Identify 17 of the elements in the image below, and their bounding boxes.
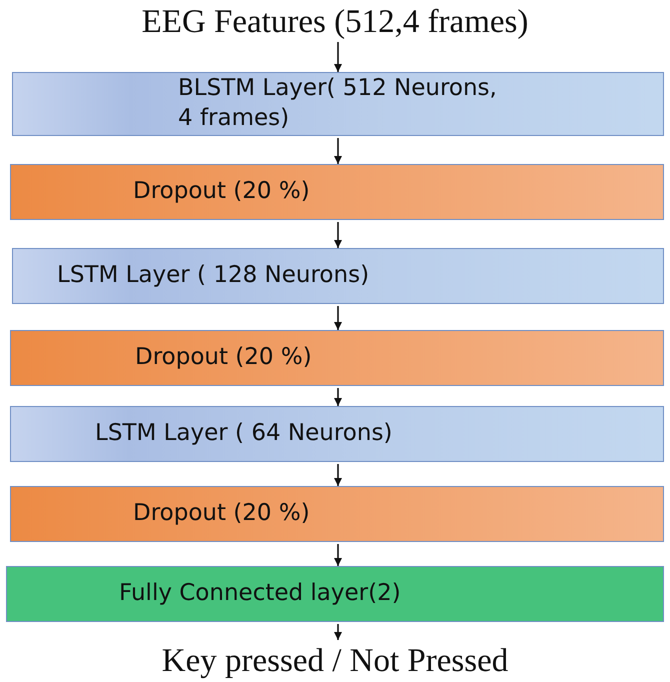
arrow xyxy=(334,42,342,72)
dropout-box: Dropout (20 %) xyxy=(10,330,664,386)
layer-box: LSTM Layer ( 128 Neurons) xyxy=(12,248,664,304)
arrow xyxy=(334,624,342,640)
output-label: Key pressed / Not Pressed xyxy=(162,642,508,681)
dropout-box: Dropout (20 %) xyxy=(10,486,664,542)
arrow xyxy=(334,138,342,164)
arrow xyxy=(334,306,342,330)
input-label: EEG Features (512,4 frames) xyxy=(142,2,528,42)
arrow xyxy=(334,388,342,406)
output-layer-box: Fully Connected layer(2) xyxy=(6,566,664,622)
layer-box: BLSTM Layer( 512 Neurons, 4 frames) xyxy=(12,72,664,136)
dropout-box: Dropout (20 %) xyxy=(10,164,664,220)
arrow xyxy=(334,222,342,248)
arrow xyxy=(334,464,342,486)
arrow xyxy=(334,544,342,566)
layer-box: LSTM Layer ( 64 Neurons) xyxy=(10,406,664,462)
